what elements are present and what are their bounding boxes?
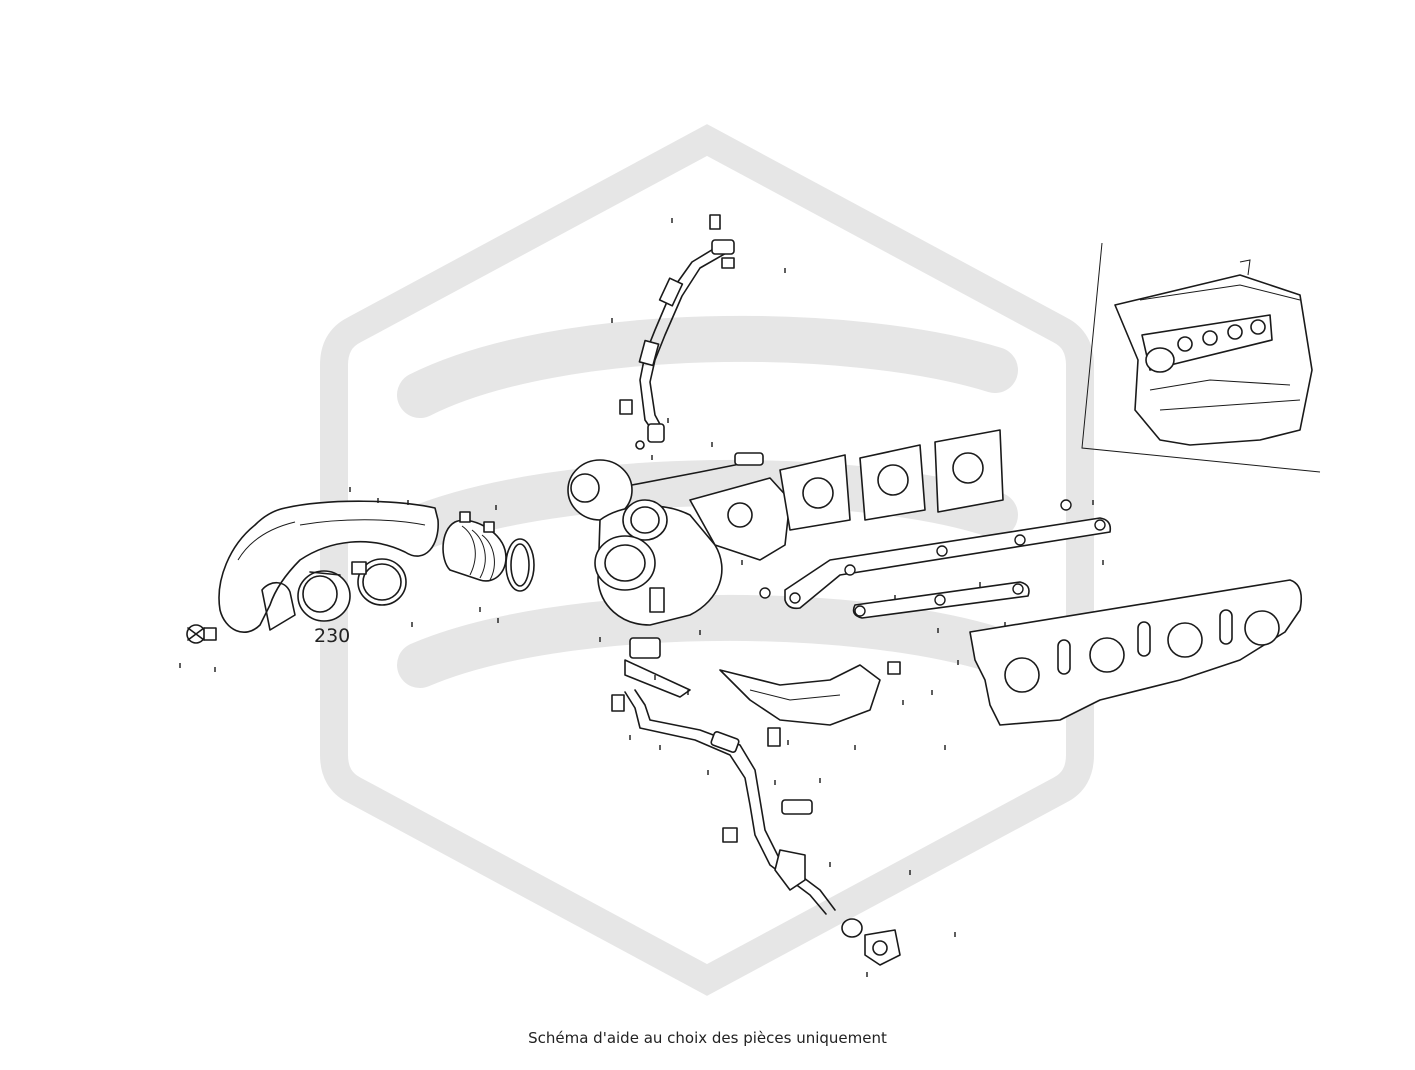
ring-clamp [505,538,535,592]
turbo-heat-shield [719,661,901,726]
oil-feed-pipe [619,214,735,450]
hose-clamp [351,558,407,606]
exhaust-manifold [969,579,1303,726]
engine-overview-inset [1081,242,1321,473]
part-number-label: 230 [314,625,350,647]
heat-shield-strips [759,499,1112,619]
rubber-sleeve [297,570,351,622]
oil-return-pipe [611,637,901,966]
reference-ticks [179,218,1104,977]
watermark-logo [320,124,1094,996]
manifold-gasket [779,429,1004,531]
turbocharger [567,452,791,626]
intake-pipe [218,500,439,634]
bolt-left [186,624,217,644]
corrugated-boot [442,511,507,582]
diagram-caption: Schéma d'aide au choix des pièces unique… [528,1029,887,1047]
